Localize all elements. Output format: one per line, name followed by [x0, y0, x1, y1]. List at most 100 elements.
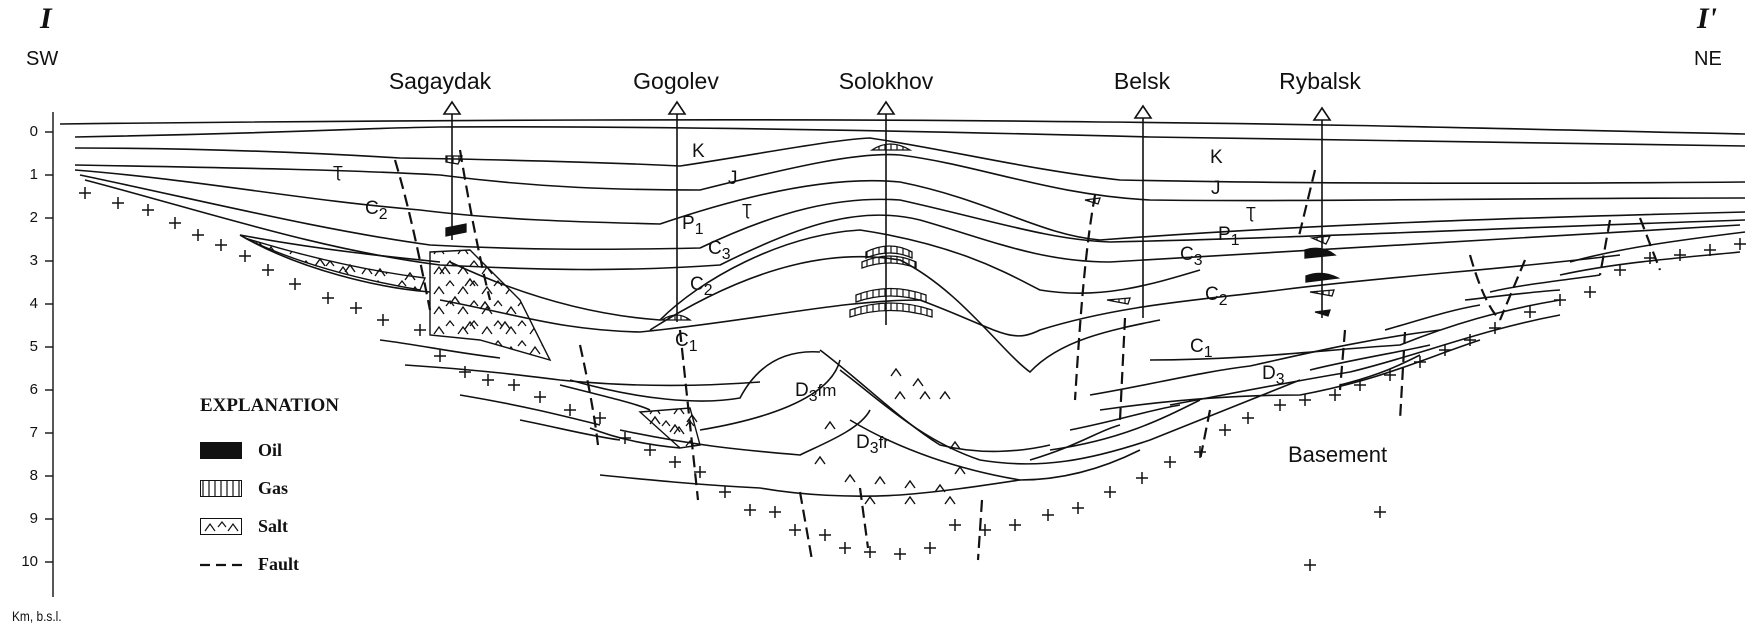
unit-triassic-west: Ʈ — [333, 164, 343, 181]
surface-line — [59, 119, 1746, 135]
well-label-sagaydak: Sagaydak — [388, 68, 492, 94]
well-rybalsk — [1312, 106, 1332, 318]
salt-caret-mark — [464, 277, 476, 287]
basement-cross-mark — [1104, 486, 1116, 498]
salt-caret-mark — [844, 473, 856, 483]
salt-caret-mark — [404, 271, 416, 281]
basement-cross-mark — [79, 187, 91, 199]
basement-cross-mark — [1304, 559, 1316, 571]
basement-cross-mark — [669, 456, 681, 468]
oil-swatch-icon — [200, 441, 242, 459]
direction-ne: NE — [1694, 48, 1722, 70]
depth-tick: 6 — [29, 381, 38, 398]
legend-item-oil: Oil — [200, 431, 339, 469]
basement-cross-mark — [289, 278, 301, 290]
k-top — [74, 126, 1746, 147]
depth-tick: 1 — [29, 166, 38, 183]
basement-cross-mark — [744, 504, 756, 516]
salt-caret-mark — [890, 367, 902, 377]
unit-c1-east: C1 — [1190, 336, 1213, 361]
basement-cross-mark — [377, 314, 389, 326]
depth-axis — [45, 112, 54, 597]
section-start-label: I — [40, 2, 52, 35]
unit-c2-far-west: C2 — [365, 198, 388, 223]
basement-cross-mark — [694, 466, 706, 478]
depth-tick: 8 — [29, 467, 38, 484]
basement-cross-mark — [1374, 506, 1386, 518]
depth-tick: 0 — [29, 123, 38, 140]
legend: EXPLANATION Oil Gas Salt Fault — [200, 395, 339, 583]
salt-caret-mark — [824, 420, 836, 430]
depth-tick: 5 — [29, 338, 38, 355]
unit-d3-east: D3 — [1262, 363, 1285, 388]
basement-cross-mark — [644, 444, 656, 456]
salt-caret-mark — [954, 465, 966, 475]
basement-cross-mark — [414, 324, 426, 336]
salt-caret-mark — [449, 295, 461, 305]
well-label-solokhov: Solokhov — [838, 68, 934, 94]
basement-cross-mark — [434, 350, 446, 362]
salt-caret-mark — [934, 483, 946, 493]
basement-cross-mark — [239, 250, 251, 262]
basement-cross-mark — [924, 542, 936, 554]
salt-caret-mark — [912, 377, 924, 387]
unit-c3-west: C3 — [708, 238, 731, 263]
basement-cross-mark — [169, 217, 181, 229]
well-label-rybalsk: Rybalsk — [1279, 68, 1361, 94]
unit-p1-east: P1 — [1218, 224, 1240, 249]
basement-cross-mark — [112, 197, 124, 209]
salt-carets — [314, 257, 966, 505]
unit-triassic-center: Ʈ — [742, 202, 752, 219]
basement-cross-mark — [482, 374, 494, 386]
basement-cross-mark — [564, 404, 576, 416]
basement-cross-mark — [1042, 509, 1054, 521]
depth-tick: 3 — [29, 252, 38, 269]
basement-cross-mark — [1584, 286, 1596, 298]
direction-sw: SW — [26, 48, 59, 70]
basement-cross-mark — [1644, 252, 1656, 264]
well-label-gogolev: Gogolev — [633, 68, 719, 94]
basement-cross-mark — [350, 302, 362, 314]
salt-caret-mark — [314, 257, 326, 267]
salt-caret-mark — [479, 300, 491, 310]
salt-caret-mark — [874, 475, 886, 485]
basement-cross-mark — [1524, 306, 1536, 318]
unit-p1-west: P1 — [682, 213, 704, 238]
basement-cross-mark — [1464, 334, 1476, 346]
unit-c3-east: C3 — [1180, 244, 1203, 269]
depth-tick: 7 — [29, 424, 38, 441]
unit-c2-west: C2 — [690, 274, 713, 299]
basement-cross-mark — [1299, 394, 1311, 406]
basement-cross-mark — [1354, 379, 1366, 391]
basement-cross-mark — [1164, 456, 1176, 468]
well-label-belsk: Belsk — [1113, 68, 1171, 94]
salt-caret-mark — [944, 495, 956, 505]
basement-cross-mark — [719, 486, 731, 498]
basement-cross-mark — [864, 546, 876, 558]
basement-cross-mark — [1136, 472, 1148, 484]
well-sagaydak — [442, 100, 462, 240]
salt-caret-mark — [949, 440, 961, 450]
basement-cross-mark — [789, 524, 801, 536]
unit-k-west: K — [692, 141, 705, 162]
basement-cross-mark — [1734, 238, 1746, 250]
salt-caret-mark — [919, 390, 931, 400]
salt-caret-mark — [669, 423, 681, 433]
basement-cross-mark — [1274, 399, 1286, 411]
gas-swatch-icon — [200, 479, 242, 497]
basement-cross-mark — [769, 506, 781, 518]
unit-j-east: J — [1211, 178, 1221, 199]
basement-cross-mark — [1704, 244, 1716, 256]
fault-line-icon — [200, 563, 242, 566]
section-end-label: I' — [1697, 2, 1718, 35]
salt-caret-mark — [686, 413, 698, 423]
horizon-lines — [59, 119, 1746, 497]
salt-caret-mark — [904, 495, 916, 505]
unit-c1-west: C1 — [675, 330, 698, 355]
salt-caret-mark — [439, 265, 451, 275]
depth-tick: 2 — [29, 209, 38, 226]
basement-cross-mark — [1674, 249, 1686, 261]
legend-item-gas: Gas — [200, 469, 339, 507]
basement-cross-mark — [1614, 264, 1626, 276]
salt-caret-mark — [904, 479, 916, 489]
